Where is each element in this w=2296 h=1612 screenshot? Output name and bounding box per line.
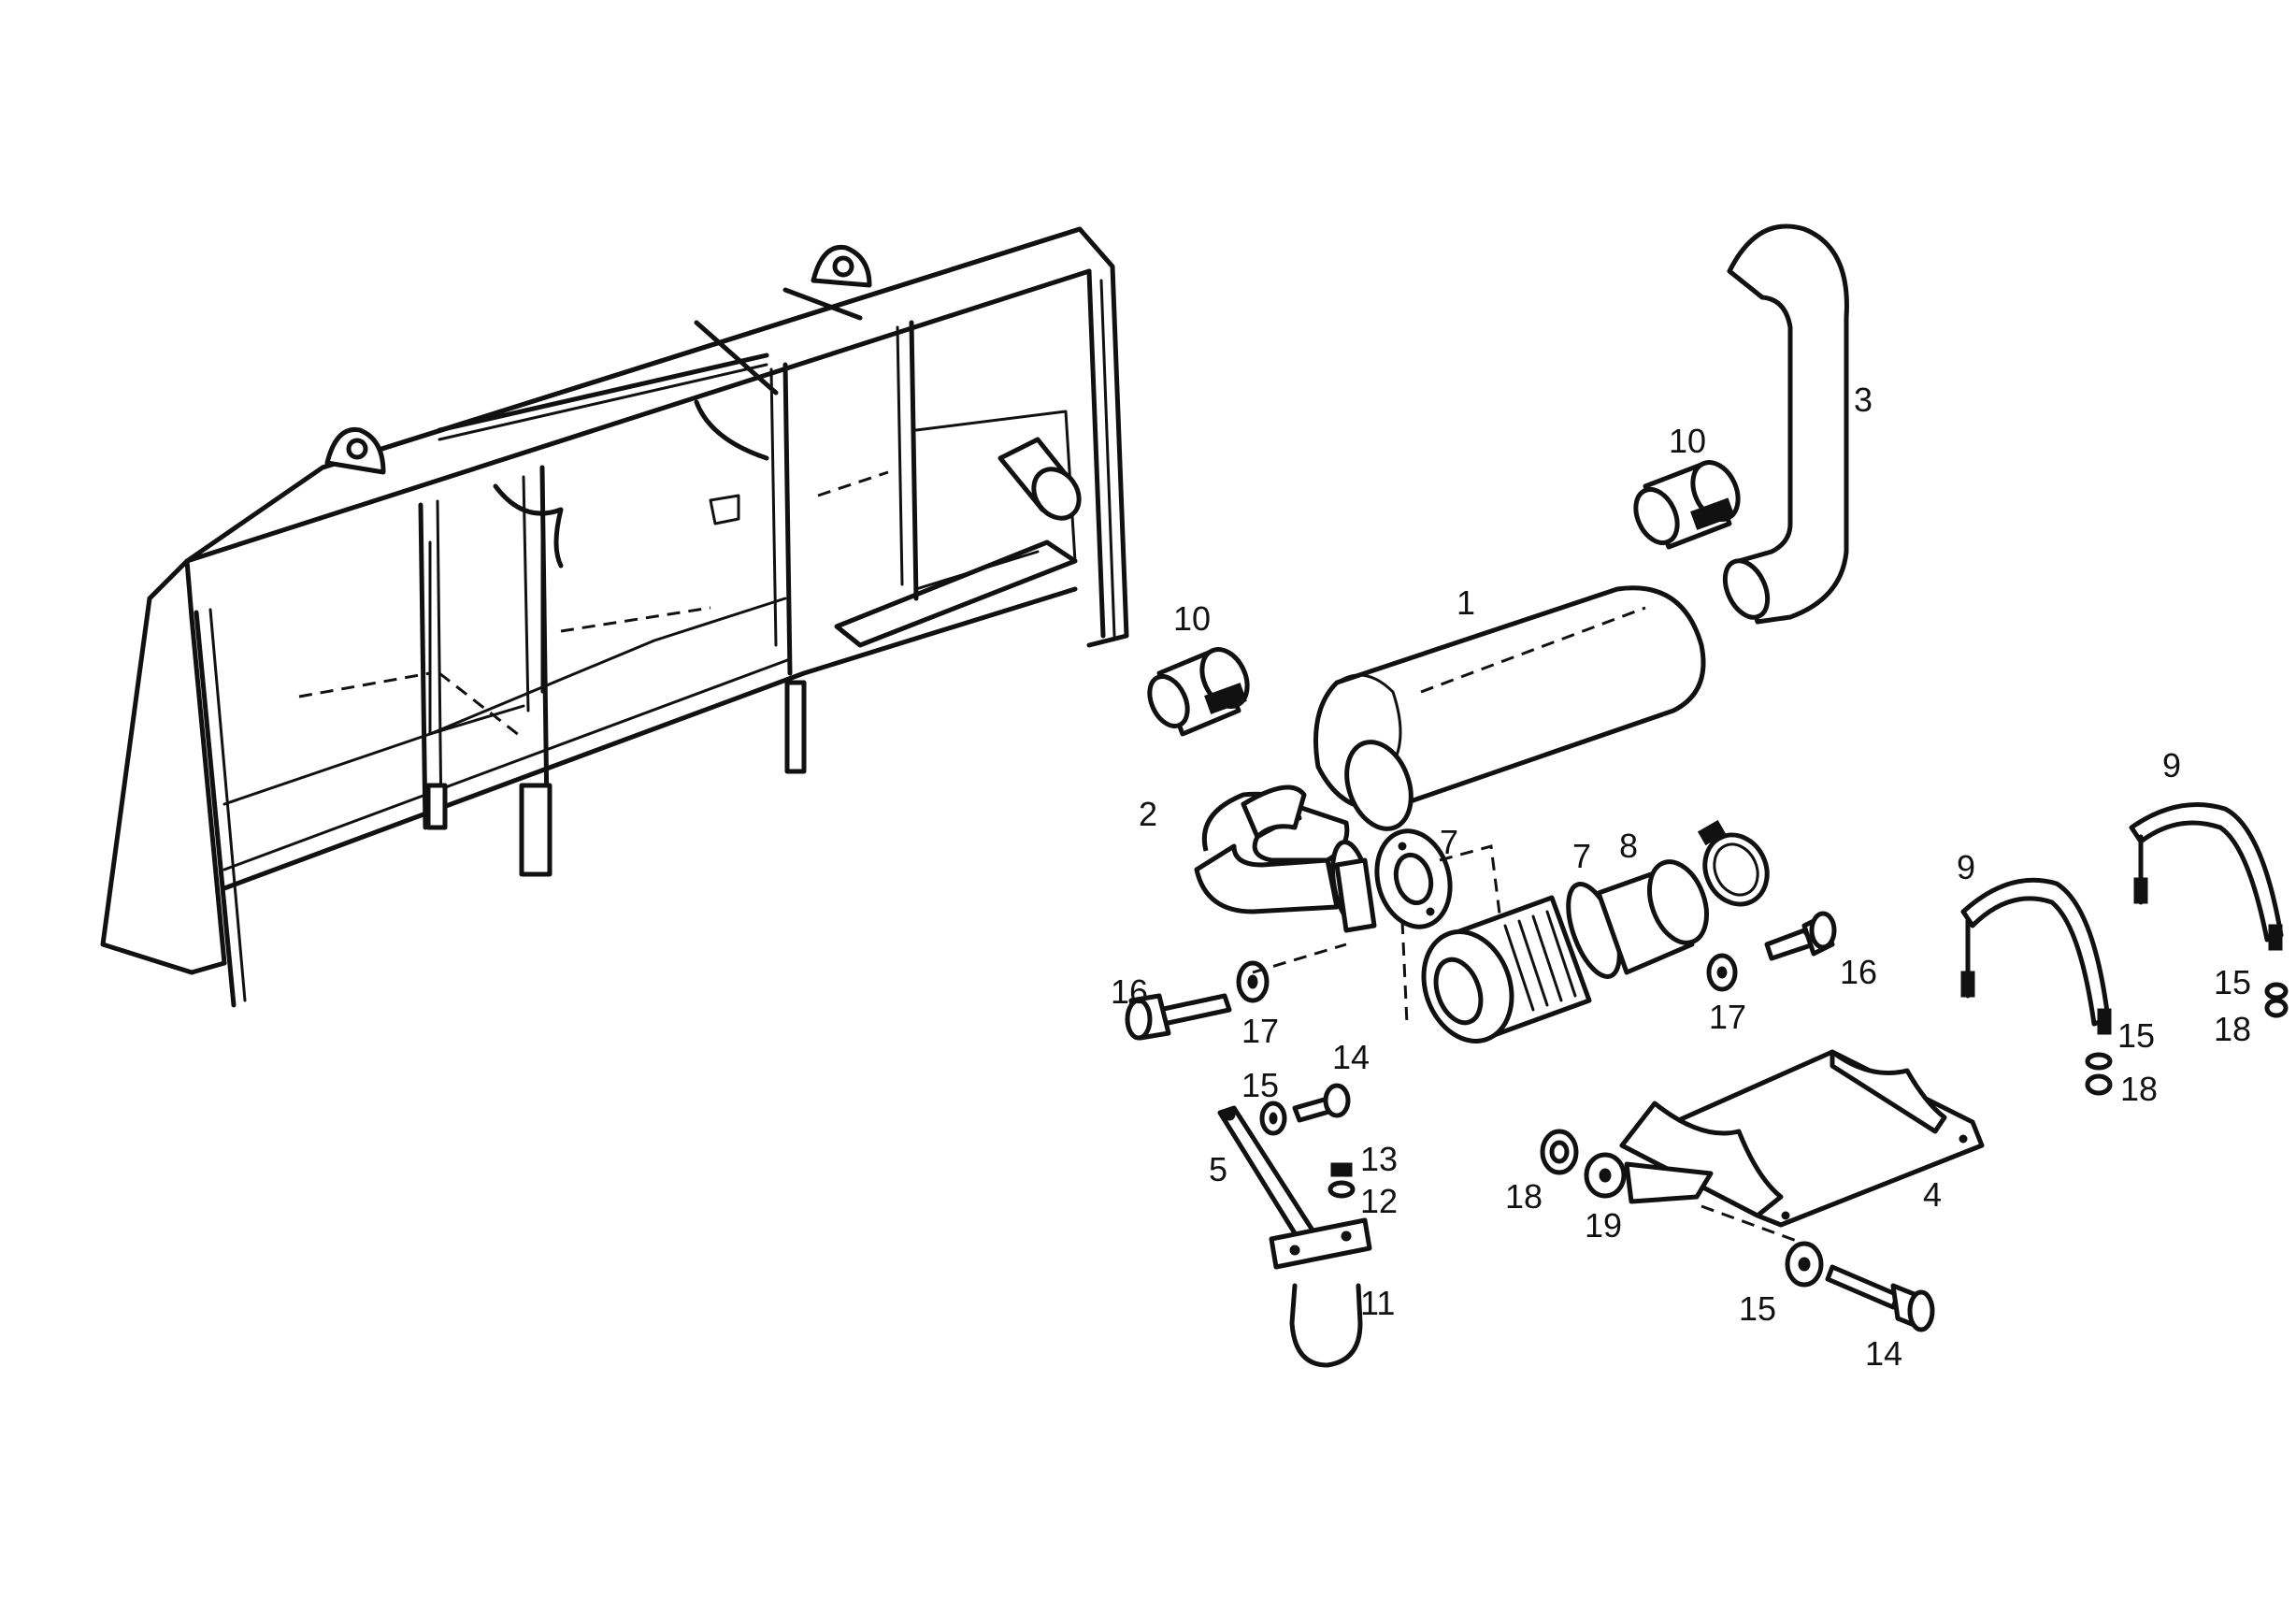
callout-16b: 16 (1840, 953, 1877, 991)
callout-11: 11 (1360, 1284, 1395, 1322)
silencer-1 (1313, 585, 1706, 831)
callout-14a: 14 (1332, 1038, 1370, 1076)
callout-labels: 1 2 3 4 5 7 7 8 9 9 10 10 11 12 13 14 14… (1111, 381, 2251, 1373)
hose-clamp-8 (1697, 819, 1770, 907)
washer-15-plate (1785, 1241, 1824, 1288)
callout-7a: 7 (1440, 823, 1458, 861)
callout-4: 4 (1923, 1175, 1942, 1214)
counterweight-frame (100, 226, 1129, 1008)
callout-18a: 18 (1505, 1177, 1543, 1216)
elbow-pipe-2 (1194, 784, 1377, 933)
clamp-10-upper (1633, 460, 1741, 550)
callout-19: 19 (1585, 1206, 1622, 1245)
bolt-16-left (1125, 993, 1232, 1041)
callout-16a: 16 (1111, 972, 1148, 1011)
callout-18c: 18 (2214, 1010, 2251, 1048)
bolt-14-plate (1825, 1264, 1935, 1332)
washer-nut-stack-right (2264, 982, 2289, 1018)
callout-15a: 15 (1241, 1066, 1279, 1104)
bracket-5 (1217, 1105, 1372, 1270)
callout-10a: 10 (1173, 599, 1211, 638)
callout-7b: 7 (1572, 837, 1591, 875)
tail-pipe-3 (1722, 223, 1849, 625)
strap-9-right (2129, 802, 2284, 951)
callout-9b: 9 (2162, 746, 2181, 784)
callout-10b: 10 (1669, 422, 1706, 460)
callout-3: 3 (1854, 381, 1873, 419)
washer-17-left (1236, 960, 1270, 1003)
washer-15-small (1259, 1101, 1287, 1136)
callout-17a: 17 (1241, 1012, 1279, 1050)
mounting-plate-4 (1619, 1049, 1985, 1245)
callout-12: 12 (1360, 1182, 1398, 1220)
callout-15c: 15 (2117, 1016, 2155, 1055)
bolt-16-right (1764, 911, 1837, 961)
callout-9a: 9 (1957, 848, 1975, 886)
nut-12-13 (1327, 1162, 1356, 1199)
callout-5: 5 (1209, 1150, 1227, 1188)
callout-15d: 15 (2214, 963, 2251, 1001)
bolt-14-small (1292, 1083, 1351, 1123)
callout-1: 1 (1457, 583, 1475, 622)
callout-18b: 18 (2120, 1070, 2158, 1108)
callout-14b: 14 (1865, 1334, 1902, 1373)
washer-17-right (1706, 953, 1738, 992)
callout-8: 8 (1619, 827, 1638, 865)
clamp-10-lower (1147, 647, 1250, 737)
callout-13: 13 (1360, 1140, 1398, 1178)
flex-bellows (1421, 859, 1709, 1043)
nut-18-plate (1540, 1129, 1579, 1175)
u-bolt-11 (1289, 1283, 1363, 1368)
washer-nut-stack-left (2085, 1052, 2113, 1096)
callout-2: 2 (1139, 795, 1157, 833)
strap-9-left (1960, 877, 2112, 1035)
callout-17b: 17 (1709, 998, 1746, 1036)
washer-19 (1584, 1152, 1627, 1199)
callout-15b: 15 (1739, 1289, 1776, 1328)
gasket-7 (1374, 828, 1502, 1025)
